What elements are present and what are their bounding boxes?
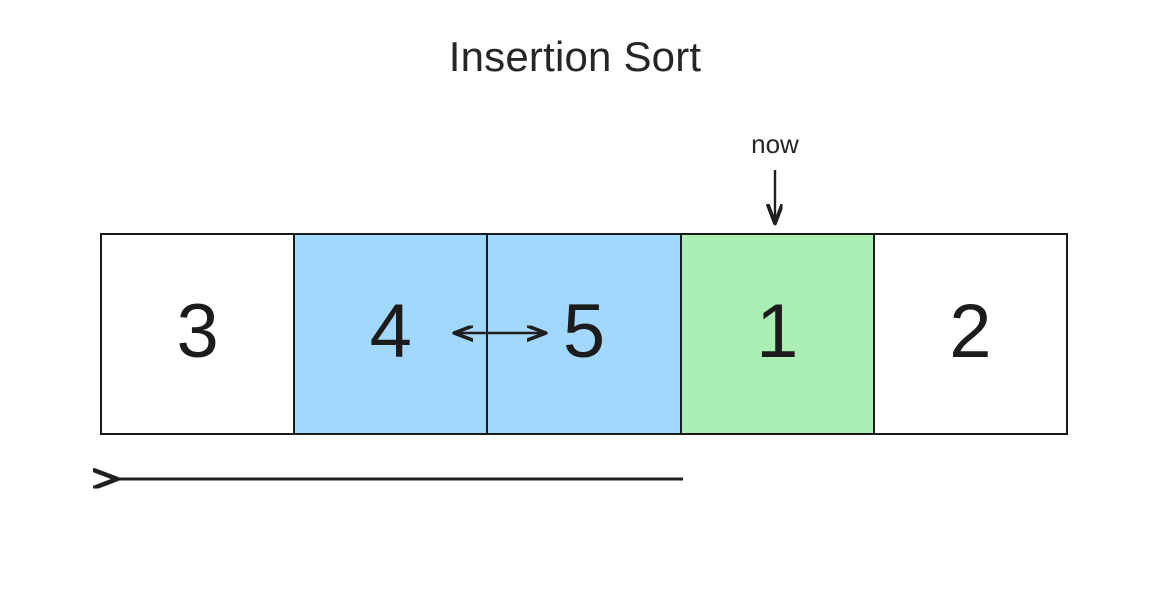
page-title: Insertion Sort [448,33,702,80]
array-cell-value: 2 [949,289,992,374]
array-cell-value: 5 [562,289,606,374]
array-cell-0[interactable]: 3 [100,233,296,435]
array-cell-value: 4 [369,289,412,374]
array-cell-4[interactable]: 2 [872,233,1069,435]
array-cell-1[interactable]: 4 [293,233,489,435]
array-row: 3 4 5 1 2 [100,233,1069,435]
array-cell-2[interactable]: 5 [486,233,682,435]
array-cell-value: 3 [176,289,219,374]
now-pointer-label: now [751,129,799,159]
array-cell-3[interactable]: 1 [679,233,875,435]
array-cell-value: 1 [756,289,799,374]
